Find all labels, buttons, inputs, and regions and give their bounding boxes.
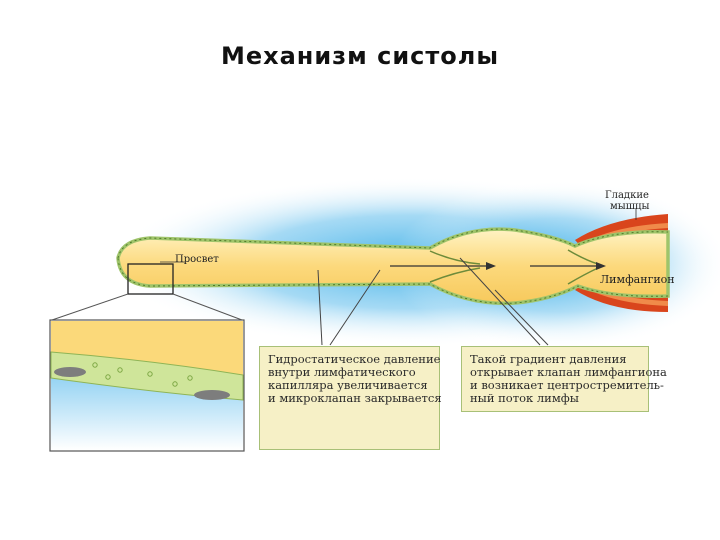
callout-right-line: ный поток лимфы (470, 392, 640, 405)
zoom-line-left (52, 294, 128, 320)
callout-left-line: и микроклапан закрывается (268, 392, 431, 405)
smooth-muscle-label-line2: мышцы (610, 201, 649, 212)
callout-capillary-pressure: Гидростатическое давление внутри лимфати… (259, 346, 440, 450)
lymphangion-label: Лимфангион (600, 273, 675, 286)
cell-nucleus (194, 390, 230, 400)
inset-zoom (50, 320, 244, 451)
callout-pressure-gradient: Такой градиент давления открывает клапан… (461, 346, 649, 412)
lumen-label: Просвет (175, 254, 219, 265)
smooth-muscle-label-line1: Гладкие (605, 190, 649, 201)
cell-nucleus (54, 367, 86, 377)
